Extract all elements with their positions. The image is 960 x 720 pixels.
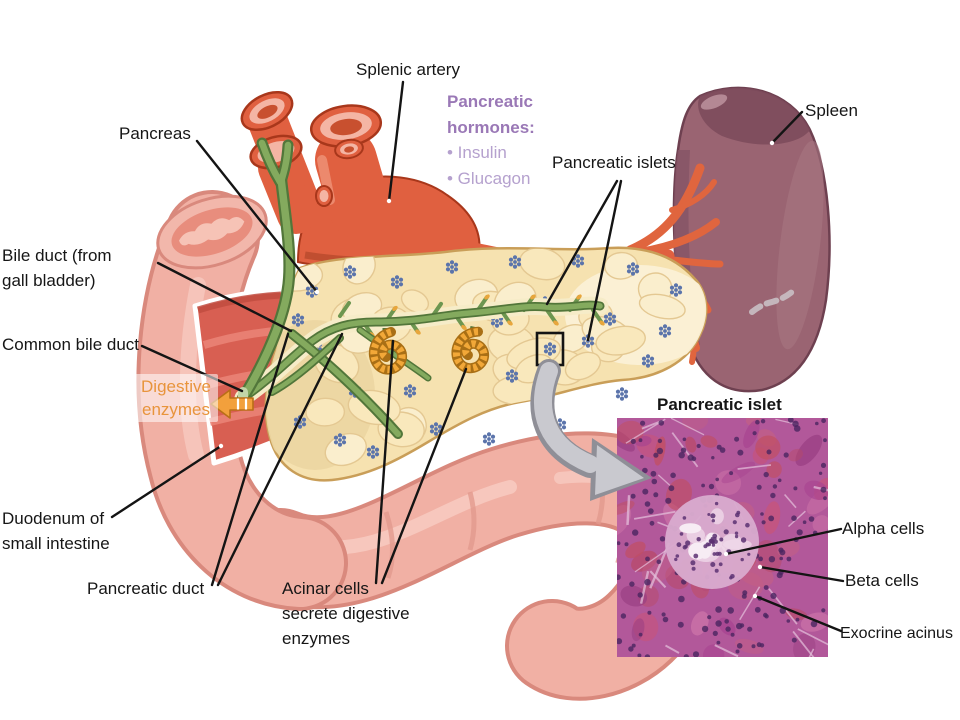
label-spleen: Spleen: [805, 101, 858, 120]
label-duodenum: Duodenum of small intestine: [2, 509, 110, 553]
label-pancreatic-islets: Pancreatic islets: [552, 153, 676, 172]
inset-title: Pancreatic islet: [657, 395, 782, 414]
bile-duct: [237, 137, 296, 409]
label-pancreas: Pancreas: [119, 124, 191, 143]
acinar-cells: [374, 324, 490, 371]
leader-lines: [110, 80, 845, 633]
spleen: [672, 86, 831, 393]
label-bile-duct: Bile duct (from gall bladder): [2, 246, 112, 290]
label-pancreatic-hormones-title: Pancreatic hormones:: [447, 92, 535, 137]
label-splenic-artery: Splenic artery: [356, 60, 460, 79]
label-exocrine-acinus: Exocrine acinus: [840, 625, 953, 642]
label-alpha-cells: Alpha cells: [842, 519, 925, 538]
label-pancreatic-duct: Pancreatic duct: [87, 579, 205, 598]
label-acinar-cells: Acinar cells secrete digestive enzymes: [282, 579, 410, 648]
zoom-arrow-icon: [530, 359, 652, 501]
label-hormone-insulin: • Insulin: [447, 143, 507, 162]
leader-line-tips: [218, 140, 775, 599]
label-beta-cells: Beta cells: [845, 571, 919, 590]
label-hormone-glucagon: • Glucagon: [447, 169, 531, 188]
pancreatic-islet-micrograph: [617, 418, 828, 657]
pancreatic-duct: [234, 294, 609, 439]
label-common-bile-duct: Common bile duct: [2, 335, 140, 354]
digestive-enzymes-arrow-icon: [210, 389, 254, 419]
label-digestive-enzymes: Digestive enzymes: [134, 374, 218, 422]
